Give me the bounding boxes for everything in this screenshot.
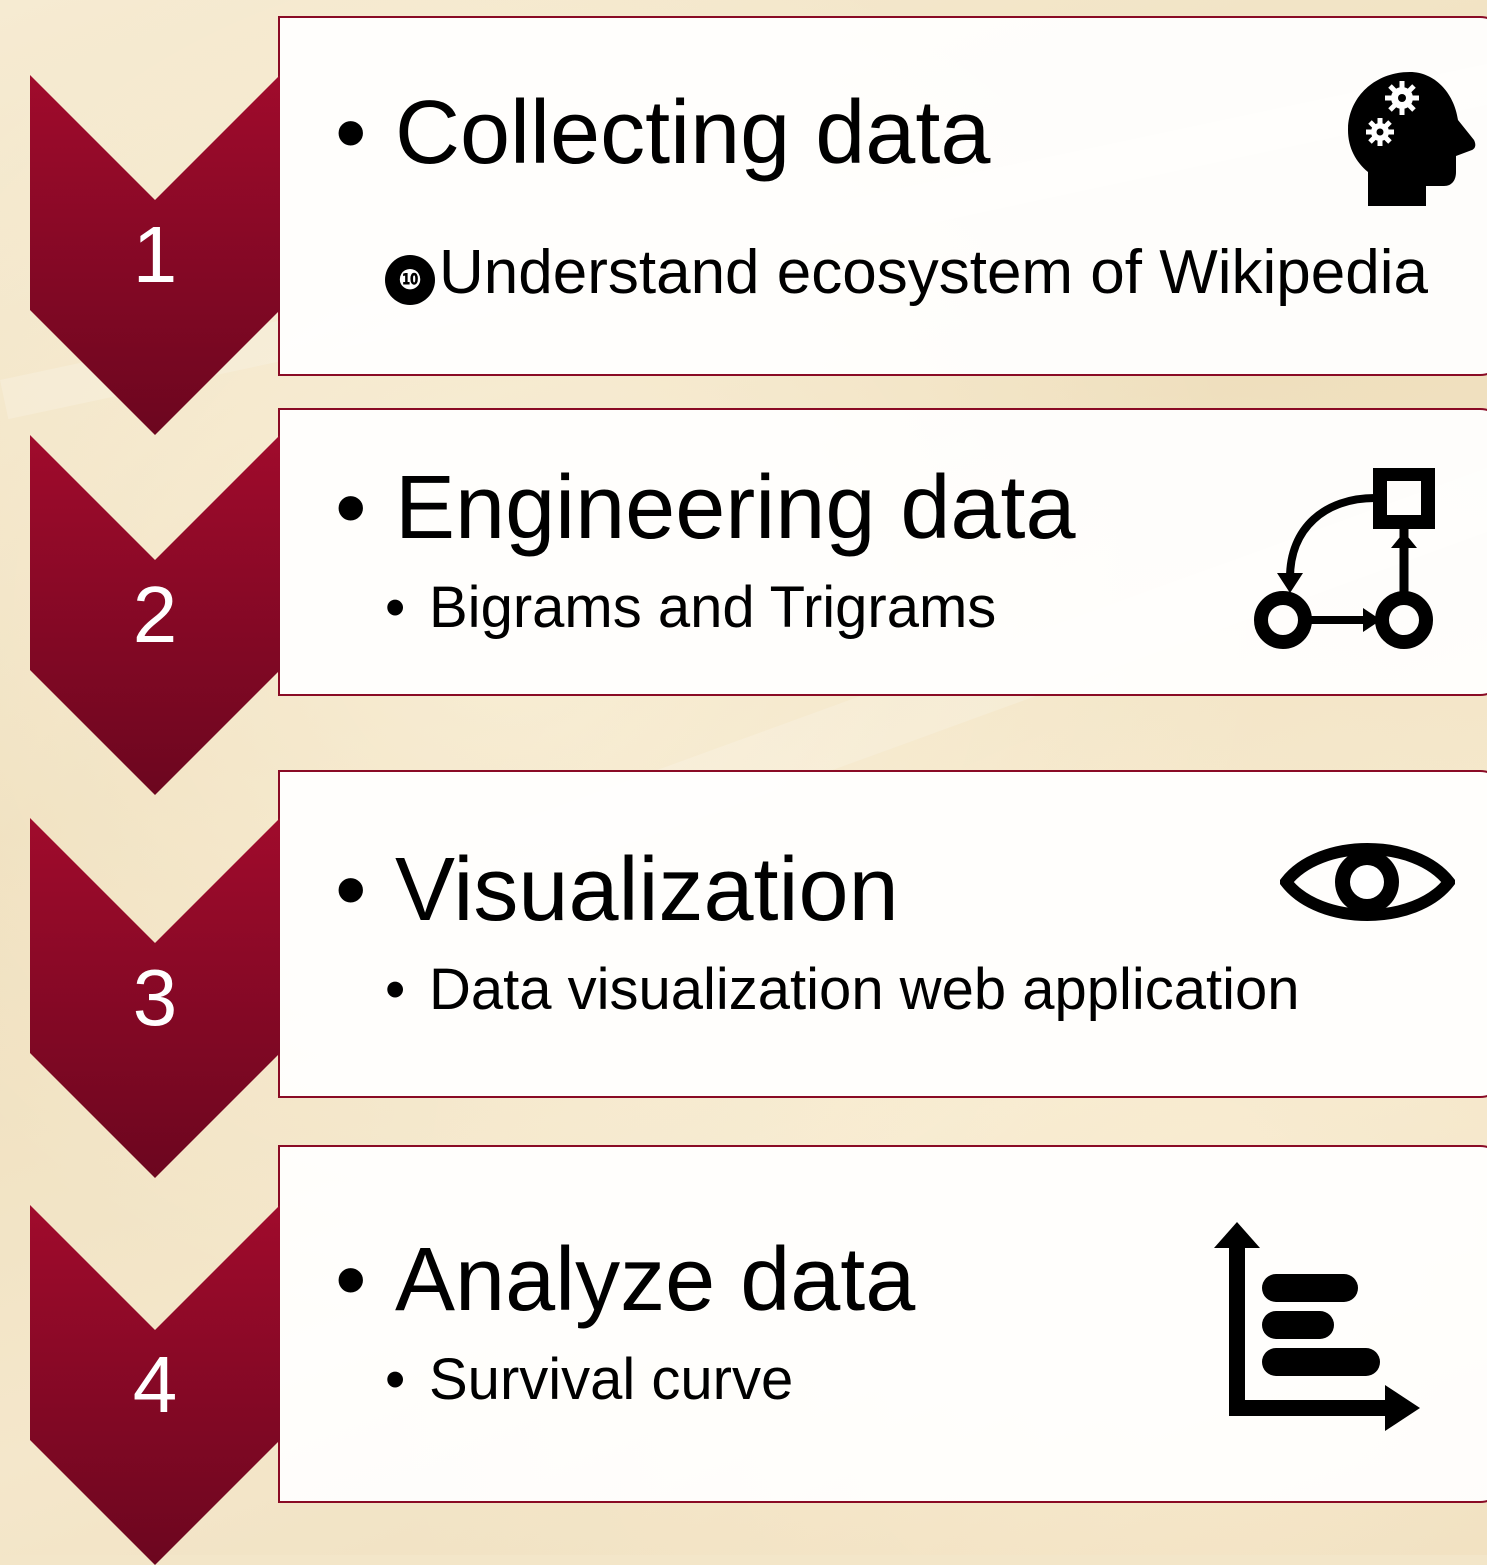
step-3-number: 3 [132, 953, 178, 1042]
bullet: • [385, 575, 406, 640]
step-3-title-text: Visualization [395, 840, 899, 940]
step-2-subtitle: • Bigrams and Trigrams [385, 578, 996, 638]
bar-chart-icon [1214, 1222, 1420, 1431]
eye-icon [1280, 843, 1455, 921]
step-2-subtitle-text: Bigrams and Trigrams [429, 575, 997, 640]
head-gears-icon [1348, 72, 1476, 206]
step-4-title-text: Analyze data [395, 1230, 916, 1330]
step-4-title: •Analyze data [335, 1235, 915, 1325]
bullet: • [335, 458, 367, 558]
step-1-number: 1 [132, 210, 178, 299]
step-4-number: 4 [132, 1340, 178, 1429]
step-1-card [278, 16, 1487, 376]
step-3-subtitle: • Data visualization web application [385, 960, 1300, 1020]
step-2-chevron [30, 435, 280, 795]
step-2-title-text: Engineering data [395, 458, 1076, 558]
step-1-chevron [30, 75, 280, 435]
step-1-title: •Collecting data [335, 88, 990, 178]
step-3-title: •Visualization [335, 845, 899, 935]
step-4-subtitle: • Survival curve [385, 1350, 793, 1410]
step-4-subtitle-text: Survival curve [429, 1347, 794, 1412]
step-2-card [278, 408, 1487, 696]
bullet: • [335, 1230, 367, 1330]
workflow-diagram-icon [1254, 468, 1435, 649]
bullet: • [385, 1347, 406, 1412]
step-1-title-text: Collecting data [395, 83, 991, 183]
step-1-subtitle-text: Understand ecosystem of Wikipedia [439, 238, 1429, 307]
step-3-subtitle-text: Data visualization web application [429, 957, 1300, 1022]
step-3-card [278, 770, 1487, 1098]
bullet: • [335, 840, 367, 940]
step-2-number: 2 [132, 570, 178, 659]
bullet: • [385, 957, 406, 1022]
step-4-chevron [30, 1205, 280, 1565]
step-2-title: •Engineering data [335, 463, 1076, 553]
step-1-subtitle-marker: ❿ [385, 255, 435, 305]
bullet: • [335, 83, 367, 183]
step-3-chevron [30, 818, 280, 1178]
